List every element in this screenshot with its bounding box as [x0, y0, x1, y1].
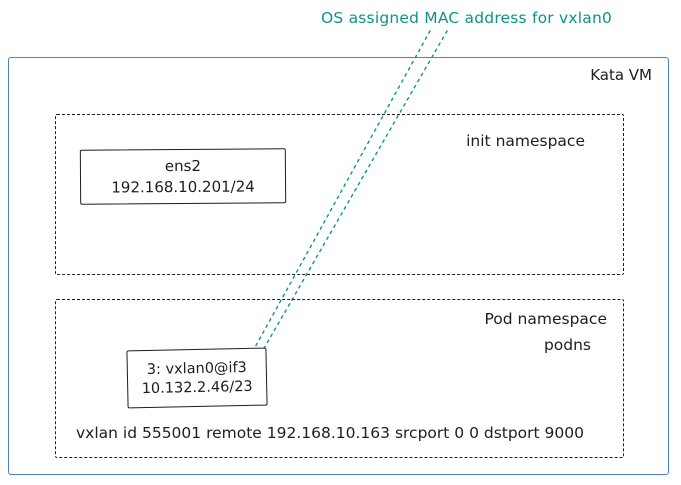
vxlan0-interface-name: 3: vxlan0@if3: [146, 359, 247, 378]
init-namespace-label: init namespace: [466, 132, 585, 150]
init-namespace-box: init namespace ens2 192.168.10.201/24: [55, 114, 624, 275]
pod-namespace-box: Pod namespace podns 3: vxlan0@if3 10.132…: [55, 299, 624, 458]
vxlan0-interface-ip: 10.132.2.46/23: [141, 378, 253, 397]
pod-namespace-sublabel: podns: [543, 336, 591, 354]
kata-vm-label: Kata VM: [590, 66, 652, 84]
annotation-os-assigned-mac: OS assigned MAC address for vxlan0: [321, 9, 613, 27]
vxlan-config-text: vxlan id 555001 remote 192.168.10.163 sr…: [76, 424, 584, 442]
ens2-interface-name: ens2: [164, 156, 202, 176]
pod-namespace-label: Pod namespace: [484, 310, 607, 328]
ens2-interface-ip: 192.168.10.201/24: [111, 177, 255, 197]
ens2-interface-box: ens2 192.168.10.201/24: [79, 148, 287, 205]
vxlan0-interface-box: 3: vxlan0@if3 10.132.2.46/23: [126, 347, 268, 409]
kata-vm-box: Kata VM init namespace ens2 192.168.10.2…: [8, 57, 669, 475]
